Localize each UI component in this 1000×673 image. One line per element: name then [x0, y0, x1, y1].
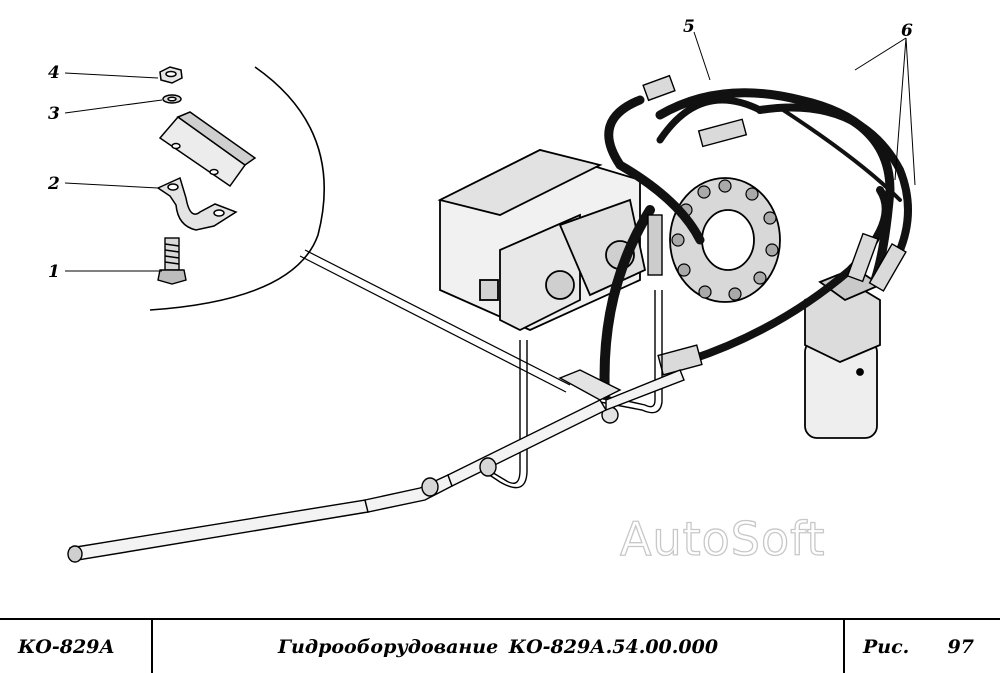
- part-1-bolt: [157, 237, 187, 285]
- high-pressure-hoses: [599, 88, 912, 400]
- drawing-title: Гидрооборудование КО-829А.54.00.000: [153, 620, 845, 673]
- watermark-text: AutoSoft: [620, 512, 826, 566]
- machine-model: КО-829А: [0, 620, 153, 673]
- hydraulic-equipment-drawing: 4 3 2 1 5 6 AutoSoft: [47, 17, 916, 567]
- title-block: КО-829А Гидрооборудование КО-829А.54.00.…: [0, 618, 1000, 673]
- part-2-clamp: [156, 176, 238, 231]
- callout-4: 4: [48, 63, 60, 83]
- callout-1: 1: [48, 262, 60, 282]
- callout-3: 3: [48, 104, 60, 124]
- angle-bracket: [158, 111, 257, 188]
- inset-arc: [149, 66, 325, 311]
- hydraulic-tubes: [479, 290, 663, 489]
- drain-pipe: [67, 369, 685, 563]
- part-3-washer: [162, 94, 182, 104]
- pump-housing: [437, 149, 647, 332]
- detail-inset: [149, 66, 571, 393]
- callout-5: 5: [683, 17, 695, 37]
- valve-block: [804, 266, 882, 439]
- inset-leader-line-2: [299, 255, 567, 393]
- hose-fittings: [642, 74, 907, 376]
- figure-number: 97: [947, 635, 974, 658]
- callout-leaders: [64, 31, 916, 272]
- figure-label: Рис.: [863, 635, 910, 658]
- callout-6: 6: [901, 21, 913, 41]
- distributor-flange: [669, 177, 781, 303]
- part-4-nut: [159, 66, 183, 84]
- figure-reference: Рис. 97: [845, 620, 1000, 673]
- callout-2: 2: [47, 174, 60, 194]
- inset-leader-line: [304, 249, 571, 386]
